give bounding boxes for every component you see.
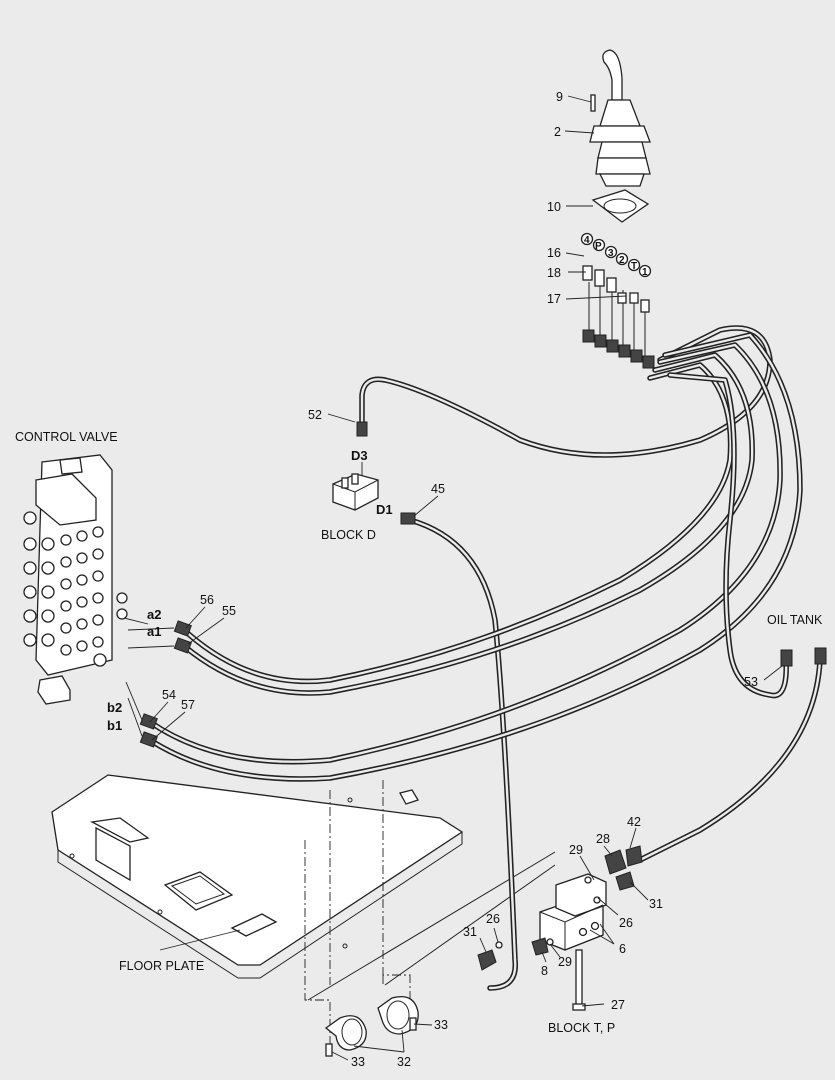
floor-plate bbox=[51, 774, 464, 979]
port-b2-label: b2 bbox=[107, 700, 122, 715]
part-57-label: 57 bbox=[181, 698, 195, 712]
port-3-label: 3 bbox=[608, 248, 614, 259]
title-labels: CONTROL VALVE BLOCK D OIL TANK FLOOR PLA… bbox=[15, 430, 823, 1035]
control-valve-title: CONTROL VALVE bbox=[15, 430, 118, 444]
part-55-label: 55 bbox=[222, 604, 236, 618]
part-52-label: 52 bbox=[308, 408, 322, 422]
valve-spools bbox=[23, 511, 128, 667]
part-32-label: 32 bbox=[397, 1055, 411, 1069]
part-33-label-right: 33 bbox=[434, 1018, 448, 1032]
leader-lines bbox=[123, 95, 783, 1061]
part-45-label: 45 bbox=[431, 482, 445, 496]
block-tp-title: BLOCK T, P bbox=[548, 1021, 615, 1035]
part-10-label: 10 bbox=[547, 200, 561, 214]
port-b1-label: b1 bbox=[107, 718, 122, 733]
part-2-label: 2 bbox=[554, 125, 561, 139]
hose-end-fittings bbox=[139, 620, 827, 748]
port-a2-label: a2 bbox=[147, 607, 161, 622]
port-labels: a2 a1 b2 b1 D3 D1 4 P 3 2 T 1 bbox=[107, 235, 648, 733]
part-26-label-left: 26 bbox=[486, 912, 500, 926]
part-54-label: 54 bbox=[162, 688, 176, 702]
part-31-label-right: 31 bbox=[649, 897, 663, 911]
part-8-label: 8 bbox=[541, 964, 548, 978]
block-d-title: BLOCK D bbox=[321, 528, 376, 542]
pilot-port-fittings bbox=[580, 232, 655, 369]
control-valve bbox=[23, 454, 128, 705]
floor-plate-title: FLOOR PLATE bbox=[119, 959, 204, 973]
port-t-label: T bbox=[631, 261, 637, 272]
part-29-label-upper: 29 bbox=[569, 843, 583, 857]
part-29-label-lower: 29 bbox=[558, 955, 572, 969]
oil-tank-title: OIL TANK bbox=[767, 613, 823, 627]
port-2-label: 2 bbox=[619, 255, 625, 266]
part-28-label: 28 bbox=[596, 832, 610, 846]
part-9-label: 9 bbox=[556, 90, 563, 104]
joystick-assembly bbox=[589, 49, 651, 223]
port-4-label: 4 bbox=[584, 235, 590, 246]
part-17-label: 17 bbox=[547, 292, 561, 306]
part-33-label-left: 33 bbox=[351, 1055, 365, 1069]
part-31-label-left: 31 bbox=[463, 925, 477, 939]
port-d1-label: D1 bbox=[376, 502, 393, 517]
hose-clamps bbox=[324, 995, 419, 1057]
hoses bbox=[147, 282, 823, 991]
part-26-label-right: 26 bbox=[619, 916, 633, 930]
port-a1-label: a1 bbox=[147, 624, 161, 639]
part-56-label: 56 bbox=[200, 593, 214, 607]
block-d bbox=[332, 421, 416, 525]
part-27-label: 27 bbox=[611, 998, 625, 1012]
part-16-label: 16 bbox=[547, 246, 561, 260]
port-d3-label: D3 bbox=[351, 448, 368, 463]
part-number-labels: 9 2 10 16 18 17 52 45 56 55 54 57 53 42 … bbox=[162, 90, 758, 1069]
part-18-label: 18 bbox=[547, 266, 561, 280]
part-42-label: 42 bbox=[627, 815, 641, 829]
part-6-label: 6 bbox=[619, 942, 626, 956]
block-tp bbox=[477, 845, 643, 1011]
port-1-label: 1 bbox=[642, 267, 648, 278]
port-p-label: P bbox=[595, 241, 602, 252]
part-53-label: 53 bbox=[744, 675, 758, 689]
